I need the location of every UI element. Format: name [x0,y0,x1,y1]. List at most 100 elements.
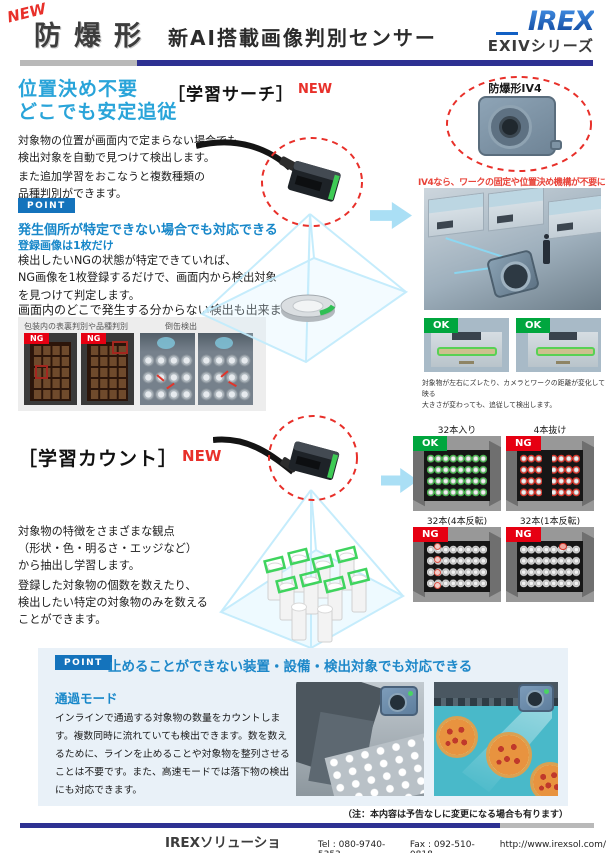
defect-marker [34,364,49,380]
red-dashed-ellipse [446,76,592,172]
box-flap [506,531,519,598]
ng-badge: NG [506,527,541,542]
can-tops [199,352,252,403]
count-grid-label-1: 32本入り [437,426,477,436]
iv4-lens [499,116,521,138]
feature-title-count-text: ［学習カウント］ [18,448,179,470]
ok-badge: OK [424,318,459,333]
footer-divider-navy [20,823,500,828]
count-paragraph-2: 登録した対象物の個数を数えたり、 検出したい特定の対象物のみを数える ことができ… [18,579,208,626]
tel-number: Tel : 080-9740-5353 [317,840,386,853]
pass-mode-body: インラインで通過する対象物の数量をカウントしま す。複数同時に流れていても検出で… [55,713,290,797]
ok-badge: OK [413,436,448,451]
reversed-battery-marker [433,568,442,577]
production-line-photo [424,188,601,310]
sensor-cable [196,139,293,171]
feature-title-search-text: ［学習サーチ］ [168,85,294,105]
feature-search-new-tag: NEW [298,82,333,97]
point-heading: 発生個所が特定できない場合でも対応できる [18,223,278,238]
box-flap [506,440,519,507]
box-slot [548,332,577,340]
pass-mode-heading: 止めることができない装置・設備・検出対象でも対応できる [108,659,473,675]
green-detection-frame [536,346,595,356]
conveyor-rail [434,697,558,706]
website-url[interactable]: http://www.irexsol.com/ [499,840,606,850]
sample-image-panel: 包装内の表裏判別や品種判別 倒缶検出 NG NG [18,317,266,411]
camera-sensor-icon [288,441,340,481]
view-pyramid [199,213,409,364]
detected-box [430,332,503,367]
ok-badge: OK [516,318,551,333]
reversed-battery-marker [433,543,442,551]
defect-marker [111,340,128,354]
pass-mode-title: 通過モード [55,691,118,706]
count-grid-label-4: 32本(1本反転) [519,517,581,527]
box-flap [488,440,501,507]
iv4-lens-ring [488,105,532,149]
red-dashed-ellipse [268,415,358,501]
pass-mode-panel: POINT 止めることができない装置・設備・検出対象でも対応できる 通過モード … [38,648,568,806]
search-paragraph-1: 対象物の位置が画面内で定まらない場合でも 検出対象を自動で見つけて検出します。 [18,134,238,164]
reversed-battery-marker [433,581,442,590]
battery-box [517,540,583,593]
metal-ring-target [280,294,336,322]
can-tops [141,352,194,403]
sample-caption-left: 包装内の表裏判別や品種判別 [24,322,128,331]
workpiece-box [428,192,484,238]
page-title-sub: 新AI搭載画像判別センサー [168,26,437,50]
box-flap [488,531,501,598]
sample-caption-right: 倒缶検出 [165,322,197,331]
feature-title-count: ［学習カウント］ NEW [18,444,221,471]
point-badge: POINT [55,655,112,670]
count-image-ok-32: OK [413,436,501,511]
ok-result-image-1: OK [424,318,509,372]
ng-badge: NG [506,436,541,451]
header-divider-gray [20,60,137,66]
count-image-reversed-4: NG [413,527,501,602]
box-flap [581,440,594,507]
count-grid-label-3: 32本(4本反転) [426,517,488,527]
reversed-battery-marker [433,556,442,564]
detected-box [527,332,598,367]
search-sensor-graphic [196,137,409,364]
can-hopper [214,336,233,349]
camera-sensor-icon [287,160,341,202]
chocolate-ng-image-1: NG [24,333,77,405]
feature-count-new-tag: NEW [182,447,222,465]
battery-grid [427,543,487,590]
view-pyramid [218,489,406,650]
fax-number: Fax : 092-510-0818 [409,840,475,853]
can-hopper [156,336,175,349]
disclaimer-note: （注：本内容は予告なしに変更になる場合も有ります） [342,810,568,820]
irex-logo-icon: IREX [527,6,595,37]
count-image-missing-4: NG [506,436,594,511]
box-label [555,361,570,364]
battery-box [517,449,583,502]
battery-box [424,540,490,593]
iv4-camera-icon [380,686,418,716]
count-grid-label-2: 4本抜け [533,426,567,436]
footer-divider-gray [500,823,594,828]
workpiece-box [548,194,601,240]
count-image-reversed-1: NG [506,527,594,602]
section-headline: 位置決め不要 どこでも安定追従 [18,78,178,123]
cable-connector [279,156,298,171]
box-flap [413,531,426,598]
page-title-main: 防爆形 [34,21,154,52]
header-divider-navy [137,60,593,66]
box-label [459,361,474,364]
point-subheading: 登録画像は1枚だけ [18,239,114,252]
iv4-device-image [478,96,562,156]
footer: IREXソリューション.LLC Tel : 080-9740-5353 Fax … [165,831,606,853]
battery-grid [427,452,487,499]
can-detect-image-2 [198,333,253,405]
search-paragraph-2: また追加学習をおこなうと複数種類の 品種判別ができます。 [18,170,205,200]
search-paragraph-4: 画面内のどこで発生する分からない検出も出来ます [18,303,294,317]
chocolate-tray [87,341,128,402]
pizza [486,732,532,778]
company-name: IREXソリューション.LLC [165,835,281,851]
missing-batteries-gap [542,449,552,502]
can-detect-image-1 [140,333,195,405]
reversed-battery-marker [559,543,567,551]
falling-parts-photo [296,682,424,796]
